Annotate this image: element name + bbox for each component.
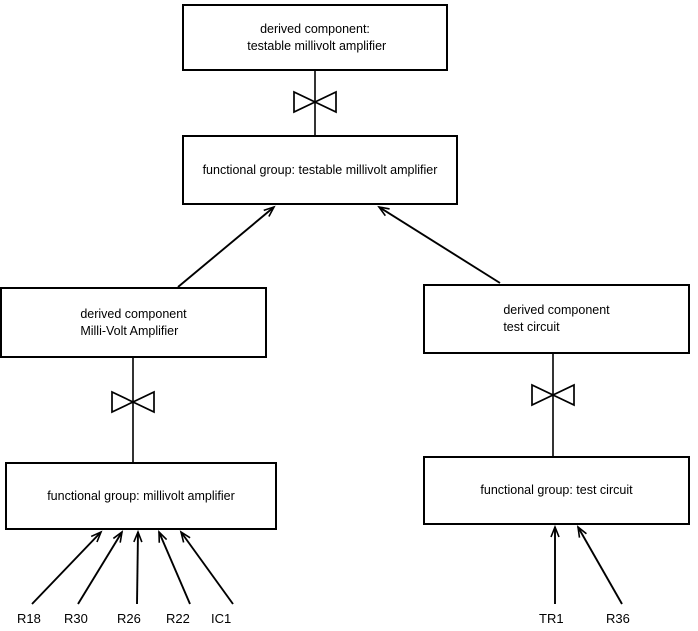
arrow-line <box>158 530 191 605</box>
leaf-label-r18: R18 <box>17 611 41 626</box>
node-label: functional group: millivolt amplifier <box>47 488 235 503</box>
leaf-label-r30: R30 <box>64 611 88 626</box>
node-derived-component-test-circuit[interactable]: derived component test circuit <box>423 284 690 354</box>
arrow-line <box>179 530 234 605</box>
node-label: derived component test circuit <box>503 302 609 336</box>
arrow-line <box>133 529 143 605</box>
aggregation-arrows-group <box>177 205 501 288</box>
node-derived-component-testable-millivolt-amplifier[interactable]: derived component: testable millivolt am… <box>182 4 448 71</box>
leaf-label-r26: R26 <box>117 611 141 626</box>
node-label-line2: test circuit <box>503 320 560 334</box>
arrow-r22 <box>158 530 191 605</box>
node-label: derived component: testable millivolt am… <box>244 21 386 55</box>
realization-links-group <box>111 71 575 462</box>
node-label: functional group: testable millivolt amp… <box>202 162 438 177</box>
node-functional-group-testable-millivolt-amplifier[interactable]: functional group: testable millivolt amp… <box>182 135 458 205</box>
arrow-r26 <box>133 529 143 605</box>
arrow-line <box>377 205 501 284</box>
arrow-line <box>576 525 623 605</box>
arrow-r36 <box>576 525 623 605</box>
leaf-arrows-group <box>31 524 623 605</box>
arrow-line <box>77 530 124 605</box>
arrow-test-to-testable <box>377 205 501 284</box>
arrow-mva-to-testable <box>177 205 276 288</box>
bowtie-icon <box>293 90 337 114</box>
arrow-line <box>31 530 103 605</box>
link-mva-realization <box>111 358 155 462</box>
node-label-line2: Milli-Volt Amplifier <box>80 323 179 338</box>
node-functional-group-test-circuit[interactable]: functional group: test circuit <box>423 456 690 525</box>
bowtie-icon <box>531 383 575 407</box>
node-label-line1: derived component: <box>260 21 370 36</box>
leaf-label-ic1: IC1 <box>211 611 232 626</box>
node-label-line2: testable millivolt amplifier <box>243 38 387 53</box>
node-label-line1: derived component <box>80 306 187 321</box>
arrow-r30 <box>77 530 124 605</box>
node-functional-group-millivolt-amplifier[interactable]: functional group: millivolt amplifier <box>5 462 277 530</box>
arrow-ic1 <box>179 530 234 605</box>
link-top-realization <box>293 71 337 135</box>
leaf-label-r22: R22 <box>166 611 190 626</box>
node-label-line1: derived component <box>503 303 610 317</box>
bowtie-icon <box>111 390 155 414</box>
arrow-line <box>177 205 276 288</box>
link-testcircuit-realization <box>531 354 575 456</box>
leaf-label-tr1: TR1 <box>539 611 564 626</box>
leaf-label-r36: R36 <box>606 611 630 626</box>
node-label: functional group: test circuit <box>480 483 633 497</box>
arrow-r18 <box>31 530 103 605</box>
